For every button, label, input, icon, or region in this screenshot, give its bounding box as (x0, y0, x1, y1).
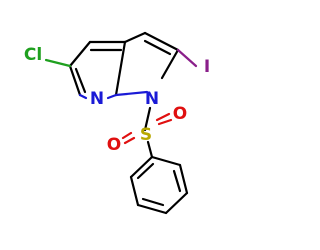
bond-c5-cl (44, 58, 72, 68)
bond-ph-6-inner (136, 162, 155, 180)
bond-c7a-c3a (114, 40, 127, 97)
bond-c3a-c3 (123, 31, 147, 44)
pyrrole-nitrogen-label: N (145, 89, 159, 109)
bond-ph-2-inner (172, 169, 182, 193)
bond-n1-c7a (114, 90, 149, 97)
bond-ph-2 (178, 163, 189, 195)
bond-c3-c2-inner (143, 39, 172, 56)
oxygen-left-label: O (107, 135, 121, 155)
bond-n1-s (143, 106, 152, 132)
bond-ph-3 (164, 191, 189, 215)
bond-c3-c2 (143, 31, 180, 52)
bond-s-o-top-1 (157, 118, 173, 126)
iodine-atom-label: I (204, 57, 210, 77)
oxygen-top-label: O (173, 104, 187, 124)
bond-c2-i (176, 48, 198, 68)
bond-ph-6 (129, 155, 154, 179)
molecule-structure: Cl I N N S O O (24, 31, 210, 215)
chlorine-atom-label: Cl (24, 45, 42, 65)
bond-c5-c6-inner (74, 67, 87, 94)
bond-n7-c7a (106, 93, 118, 100)
bond-ph-1 (150, 155, 182, 167)
bond-c5-c6 (68, 64, 82, 97)
sulfur-atom-label: S (140, 125, 152, 145)
bond-c6-n7 (78, 93, 88, 100)
bond-s-o-top-2 (155, 112, 171, 122)
bond-s-phenyl (146, 140, 154, 159)
bond-c4-c5 (68, 40, 92, 68)
bond-s-o-left-1 (121, 131, 133, 140)
pyridine-nitrogen-label: N (90, 89, 104, 109)
bond-ph-4-inner (141, 197, 165, 207)
bond-ph-5 (129, 175, 140, 207)
bond-ph-4 (136, 203, 168, 215)
bond-s-o-left-2 (123, 136, 136, 145)
bond-c2-n1-part (160, 48, 180, 80)
